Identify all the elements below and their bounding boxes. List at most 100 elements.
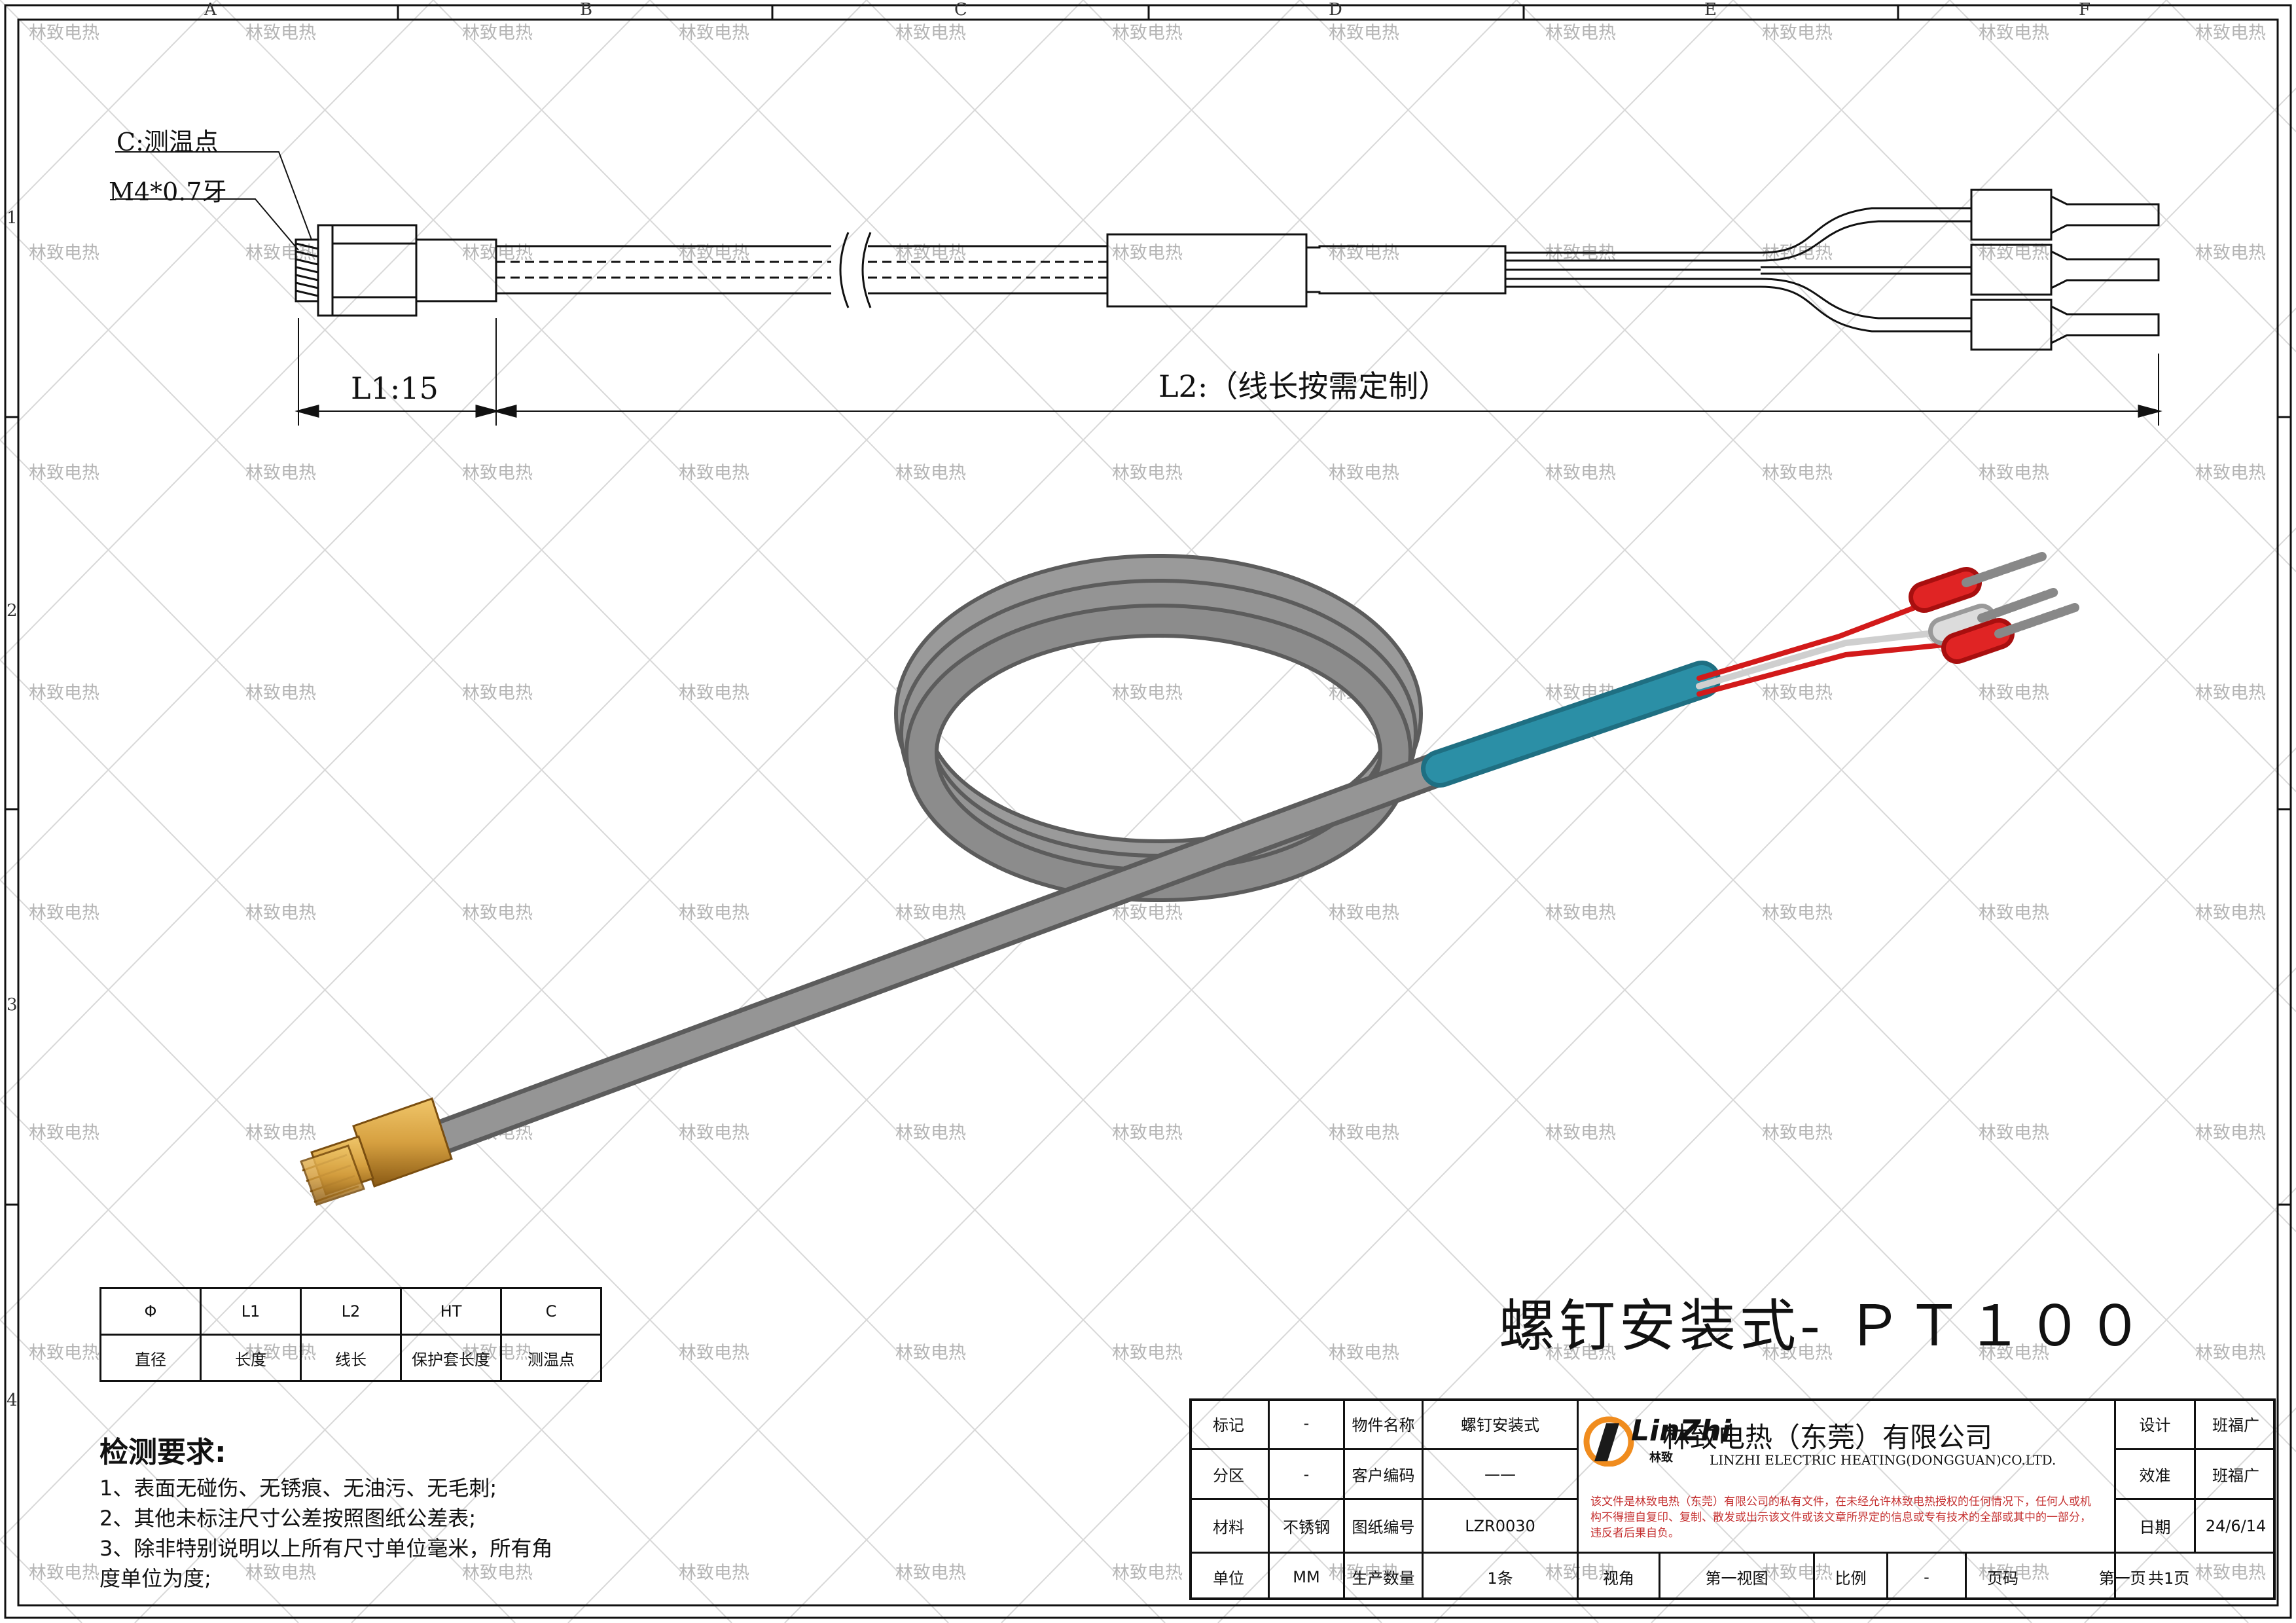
watermark-text: 林致电热 bbox=[29, 23, 99, 43]
watermark-text: 林致电热 bbox=[29, 463, 99, 483]
column-label-e: E bbox=[1704, 0, 1717, 20]
row-label-2: 2 bbox=[7, 601, 18, 621]
watermark-text: 林致电热 bbox=[1329, 463, 1399, 483]
watermark-line bbox=[1217, 527, 2296, 1623]
tb-customer-code-value: —— bbox=[1484, 1465, 1516, 1484]
watermark-text: 林致电热 bbox=[1545, 1563, 1616, 1583]
watermark-text: 林致电热 bbox=[1112, 903, 1183, 923]
watermark-text: 林致电热 bbox=[895, 903, 966, 923]
watermark-text: 林致电热 bbox=[2195, 1343, 2266, 1363]
table-row: 直径 长度 线长 保护套长度 测温点 bbox=[99, 1334, 602, 1382]
watermark-text: 林致电热 bbox=[1112, 243, 1183, 263]
watermark-text: 林致电热 bbox=[1112, 1123, 1183, 1143]
watermark-line bbox=[1867, 1187, 2296, 1623]
watermark-text: 林致电热 bbox=[679, 903, 749, 923]
watermark-text: 林致电热 bbox=[1979, 243, 2049, 263]
watermark-text: 林致电热 bbox=[1112, 23, 1183, 43]
watermark-text: 林致电热 bbox=[1762, 683, 1833, 703]
watermark-text: 林致电热 bbox=[2195, 683, 2266, 703]
watermark-text: 林致电热 bbox=[679, 1343, 749, 1363]
watermark-line bbox=[1651, 967, 2296, 1623]
watermark-text: 林致电热 bbox=[1979, 1123, 2049, 1143]
watermark-text: 林致电热 bbox=[29, 1123, 99, 1143]
watermark-text: 林致电热 bbox=[1545, 23, 1616, 43]
watermark-line bbox=[433, 0, 2032, 1623]
watermark-text: 林致电热 bbox=[462, 903, 533, 923]
watermark-text: 林致电热 bbox=[462, 463, 533, 483]
watermark-text: 林致电热 bbox=[2195, 243, 2266, 263]
watermark-text: 林致电热 bbox=[462, 1563, 533, 1583]
wire-white bbox=[1696, 627, 1967, 689]
watermark-text: 林致电热 bbox=[679, 1123, 749, 1143]
watermark-text: 林致电热 bbox=[1979, 23, 2049, 43]
company-name-cn: 林致电热（东莞）有限公司 bbox=[1662, 1421, 1993, 1453]
tb-customer-code-label: 客户编码 bbox=[1352, 1467, 1415, 1485]
tb-page-value: 第一页 bbox=[2098, 1569, 2146, 1588]
watermark-text: 林致电热 bbox=[1979, 1343, 2049, 1363]
param-desc-diameter: 直径 bbox=[99, 1334, 202, 1382]
table-row: Φ L1 L2 HT C bbox=[99, 1287, 602, 1336]
watermark-text: 林致电热 bbox=[679, 463, 749, 483]
watermark-text: 林致电热 bbox=[1545, 903, 1616, 923]
tb-mark-value: - bbox=[1303, 1414, 1310, 1432]
watermark-text: 林致电热 bbox=[1545, 1123, 1616, 1143]
note-line-3: 3、除非特别说明以上所有尺寸单位毫米，所有角 bbox=[99, 1536, 553, 1561]
watermark-text: 林致电热 bbox=[245, 23, 316, 43]
watermark-text: 林致电热 bbox=[245, 903, 316, 923]
watermark-text: 林致电热 bbox=[1329, 23, 1399, 43]
thread-lines bbox=[295, 242, 319, 297]
tb-qty-label: 生产数量 bbox=[1352, 1569, 1415, 1588]
param-desc-ht: 保护套长度 bbox=[400, 1334, 502, 1382]
callout-thread-spec: M4*0.7牙 bbox=[109, 177, 227, 206]
watermark-line bbox=[0, 219, 1382, 1623]
watermark-text: 林致电热 bbox=[1979, 683, 2049, 703]
note-line-4: 度单位为度; bbox=[99, 1566, 211, 1591]
tb-date-value: 24/6/14 bbox=[2205, 1516, 2267, 1535]
watermark-text: 林致电热 bbox=[2195, 903, 2266, 923]
watermark-text: 林致电热 bbox=[2195, 1563, 2266, 1583]
watermark-line bbox=[0, 659, 949, 1623]
tb-design-value: 班福广 bbox=[2212, 1415, 2259, 1434]
watermark-text: 林致电热 bbox=[895, 1123, 966, 1143]
watermark-text: 林致电热 bbox=[679, 1563, 749, 1583]
watermark-line bbox=[866, 0, 2296, 1453]
watermark-text: 林致电热 bbox=[1979, 463, 2049, 483]
watermark-text: 林致电热 bbox=[1762, 463, 1833, 483]
watermark-text: 林致电热 bbox=[245, 683, 316, 703]
tb-part-name-label: 物件名称 bbox=[1352, 1415, 1415, 1434]
watermark-text: 林致电热 bbox=[679, 683, 749, 703]
tb-view-label: 视角 bbox=[1603, 1569, 1634, 1588]
tb-scale-value: - bbox=[1924, 1567, 1929, 1586]
note-line-2: 2、其他未标注尺寸公差按照图纸公差表; bbox=[99, 1506, 476, 1531]
tb-view-value: 第一视图 bbox=[1705, 1569, 1768, 1588]
tb-part-name-value: 螺钉安装式 bbox=[1461, 1415, 1539, 1434]
watermark-line bbox=[1434, 747, 2296, 1623]
watermark-text: 林致电热 bbox=[1112, 1563, 1183, 1583]
watermark-text: 林致电热 bbox=[29, 683, 99, 703]
sensor-3d-render bbox=[300, 552, 2079, 1206]
param-desc-l2: 线长 bbox=[300, 1334, 402, 1382]
tb-page-label: 页码 bbox=[1987, 1569, 2018, 1588]
tb-drawing-no-value: LZR0030 bbox=[1465, 1516, 1535, 1535]
watermark-text: 林致电热 bbox=[1762, 1123, 1833, 1143]
disclaimer-text: 该文件是林致电热（东莞）有限公司的私有文件，在未经允许林致电热授权的任何情况下，… bbox=[1590, 1495, 2091, 1540]
tb-zone-label: 分区 bbox=[1213, 1467, 1244, 1485]
watermark-text: 林致电热 bbox=[1112, 683, 1183, 703]
watermark-text: 林致电热 bbox=[1545, 1343, 1616, 1363]
sensor-line-drawing bbox=[115, 151, 2162, 426]
watermark-text: 林致电热 bbox=[1762, 1343, 1833, 1363]
watermark-text: 林致电热 bbox=[1329, 1343, 1399, 1363]
tb-zone-value: - bbox=[1303, 1465, 1310, 1484]
callout-temperature-point: C:测温点 bbox=[117, 128, 219, 156]
watermark-text: 林致电热 bbox=[1979, 1563, 2049, 1583]
watermark-text: 林致电热 bbox=[29, 1563, 99, 1583]
param-header-l1: L1 bbox=[200, 1287, 302, 1336]
tb-design-label: 设计 bbox=[2139, 1415, 2171, 1434]
watermark-text: 林致电热 bbox=[1112, 463, 1183, 483]
watermark-text: 林致电热 bbox=[462, 683, 533, 703]
watermark-line bbox=[0, 0, 1599, 1623]
watermark-line bbox=[0, 0, 1084, 1101]
watermark-text: 林致电热 bbox=[1979, 903, 2049, 923]
watermark-line bbox=[1516, 0, 2296, 793]
watermark-text: 林致电热 bbox=[462, 23, 533, 43]
